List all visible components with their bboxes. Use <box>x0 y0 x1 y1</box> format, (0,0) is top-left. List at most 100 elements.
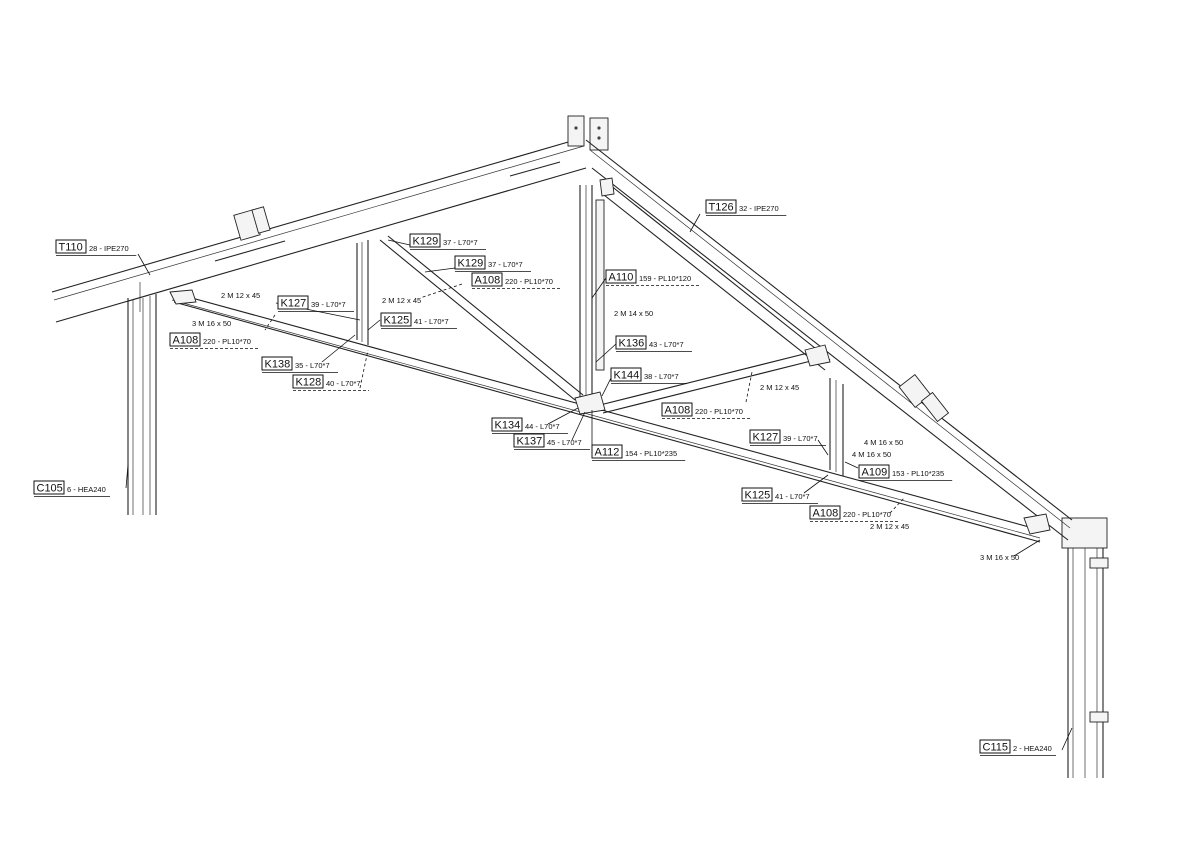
member-mark: K136 <box>619 338 645 350</box>
member-mark: A112 <box>595 447 620 459</box>
member-mark-box <box>705 199 737 214</box>
member-mark: K128 <box>296 377 322 389</box>
bolt-label-b8: 2 M 12 x 45 <box>870 522 909 531</box>
member-mark: C105 <box>37 483 63 495</box>
member-description: 153 - PL10*235 <box>892 469 944 478</box>
member-mark: A108 <box>475 275 501 287</box>
bolt-label-b2: 3 M 16 x 50 <box>192 319 231 328</box>
member-mark: K125 <box>745 490 771 502</box>
member-mark: T110 <box>59 242 83 254</box>
member-mark-box <box>33 480 65 495</box>
member-description: 44 - L70*7 <box>525 422 560 431</box>
member-label-t126: T126 32 - IPE270 <box>705 199 787 216</box>
bolt-label-b4: 2 M 14 x 50 <box>614 309 653 318</box>
member-description: 220 - PL10*70 <box>695 407 743 416</box>
member-mark: K134 <box>495 420 521 432</box>
member-label-k136: K136 43 - L70*7 <box>615 335 692 352</box>
member-description: 38 - L70*7 <box>644 372 679 381</box>
truss-verticals <box>356 185 844 476</box>
member-label-c105: C105 6 - HEA240 <box>33 480 110 497</box>
member-mark: A108 <box>813 508 839 520</box>
member-description: 2 - HEA240 <box>1013 744 1052 753</box>
member-mark: K127 <box>753 432 779 444</box>
member-mark: K138 <box>265 359 291 371</box>
apex-plates <box>567 115 609 151</box>
top-chord-left <box>51 137 587 323</box>
member-label-a109: A109 153 - PL10*235 <box>858 464 953 481</box>
member-mark-box <box>471 272 503 287</box>
member-label-t110: T110 28 - IPE270 <box>55 239 137 256</box>
member-mark-box <box>749 429 781 444</box>
member-label-c115: C115 2 - HEA240 <box>979 739 1056 756</box>
member-label-a108b: A108 220 - PL10*70 <box>169 332 259 349</box>
member-mark: A108 <box>665 405 691 417</box>
member-description: 220 - PL10*70 <box>203 337 251 346</box>
member-description: 40 - L70*7 <box>326 379 361 388</box>
member-description: 41 - L70*7 <box>775 492 810 501</box>
member-mark: K137 <box>517 436 543 448</box>
member-mark-box <box>491 417 523 432</box>
member-mark-box <box>409 233 441 248</box>
bolt-label-b6: 4 M 16 x 50 <box>864 438 903 447</box>
bolt-labels: 2 M 12 x 45 3 M 16 x 50 2 M 12 x 45 2 M 14 … <box>192 291 1019 562</box>
member-label-k144: K144 38 - L70*7 <box>610 367 687 384</box>
member-mark: C115 <box>983 742 1008 754</box>
member-mark: K144 <box>614 370 640 382</box>
member-description: 35 - L70*7 <box>295 361 330 370</box>
column-right <box>1061 517 1109 778</box>
member-description: 154 - PL10*235 <box>625 449 677 458</box>
member-mark-box <box>858 464 890 479</box>
member-mark-box <box>169 332 201 347</box>
member-mark-box <box>380 312 412 327</box>
bolt-label-b3: 2 M 12 x 45 <box>382 296 421 305</box>
member-mark-box <box>277 295 309 310</box>
member-label-a108c: A108 220 - PL10*70 <box>661 402 751 419</box>
member-label-k129b: K129 37 - L70*7 <box>454 255 531 272</box>
member-description: 39 - L70*7 <box>311 300 346 309</box>
member-mark: A109 <box>862 467 888 479</box>
member-label-k125a: K125 41 - L70*7 <box>380 312 457 329</box>
member-mark-box <box>261 356 293 371</box>
member-description: 159 - PL10*120 <box>639 274 691 283</box>
truss-diagonals <box>379 177 831 415</box>
member-label-k125b: K125 41 - L70*7 <box>741 487 818 504</box>
column-left <box>127 294 157 515</box>
top-chord-right <box>585 139 1073 541</box>
member-mark: K129 <box>413 236 439 248</box>
member-mark: A110 <box>609 272 634 284</box>
member-description: 37 - L70*7 <box>488 260 523 269</box>
member-mark: K129 <box>458 258 484 270</box>
member-mark-box <box>591 444 623 459</box>
member-description: 32 - IPE270 <box>739 204 779 213</box>
member-description: 6 - HEA240 <box>67 485 106 494</box>
member-description: 37 - L70*7 <box>443 238 478 247</box>
member-mark-box <box>513 433 545 448</box>
member-mark-box <box>605 269 637 284</box>
member-mark: K125 <box>384 315 410 327</box>
member-mark: T126 <box>709 202 734 214</box>
member-label-k134: K134 44 - L70*7 <box>491 417 568 434</box>
bolt-label-b9: 3 M 16 x 50 <box>980 553 1019 562</box>
member-mark-box <box>454 255 486 270</box>
member-description: 41 - L70*7 <box>414 317 449 326</box>
member-mark-box <box>809 505 841 520</box>
member-label-a108a: A108 220 - PL10*70 <box>471 272 561 289</box>
member-description: 220 - PL10*70 <box>843 510 891 519</box>
bolt-label-b5: 2 M 12 x 45 <box>760 383 799 392</box>
member-mark-box <box>661 402 693 417</box>
member-label-k138: K138 35 - L70*7 <box>261 356 338 373</box>
member-mark: A108 <box>173 335 199 347</box>
member-description: 45 - L70*7 <box>547 438 582 447</box>
member-mark-box <box>55 239 87 254</box>
member-label-a108d: A108 220 - PL10*70 <box>809 505 899 522</box>
member-label-k128: K128 40 - L70*7 <box>292 374 369 391</box>
member-description: 43 - L70*7 <box>649 340 684 349</box>
member-label-a110: A110 159 - PL10*120 <box>605 269 700 286</box>
member-label-k137: K137 45 - L70*7 <box>513 433 590 450</box>
member-description: 28 - IPE270 <box>89 244 129 253</box>
member-description: 220 - PL10*70 <box>505 277 553 286</box>
